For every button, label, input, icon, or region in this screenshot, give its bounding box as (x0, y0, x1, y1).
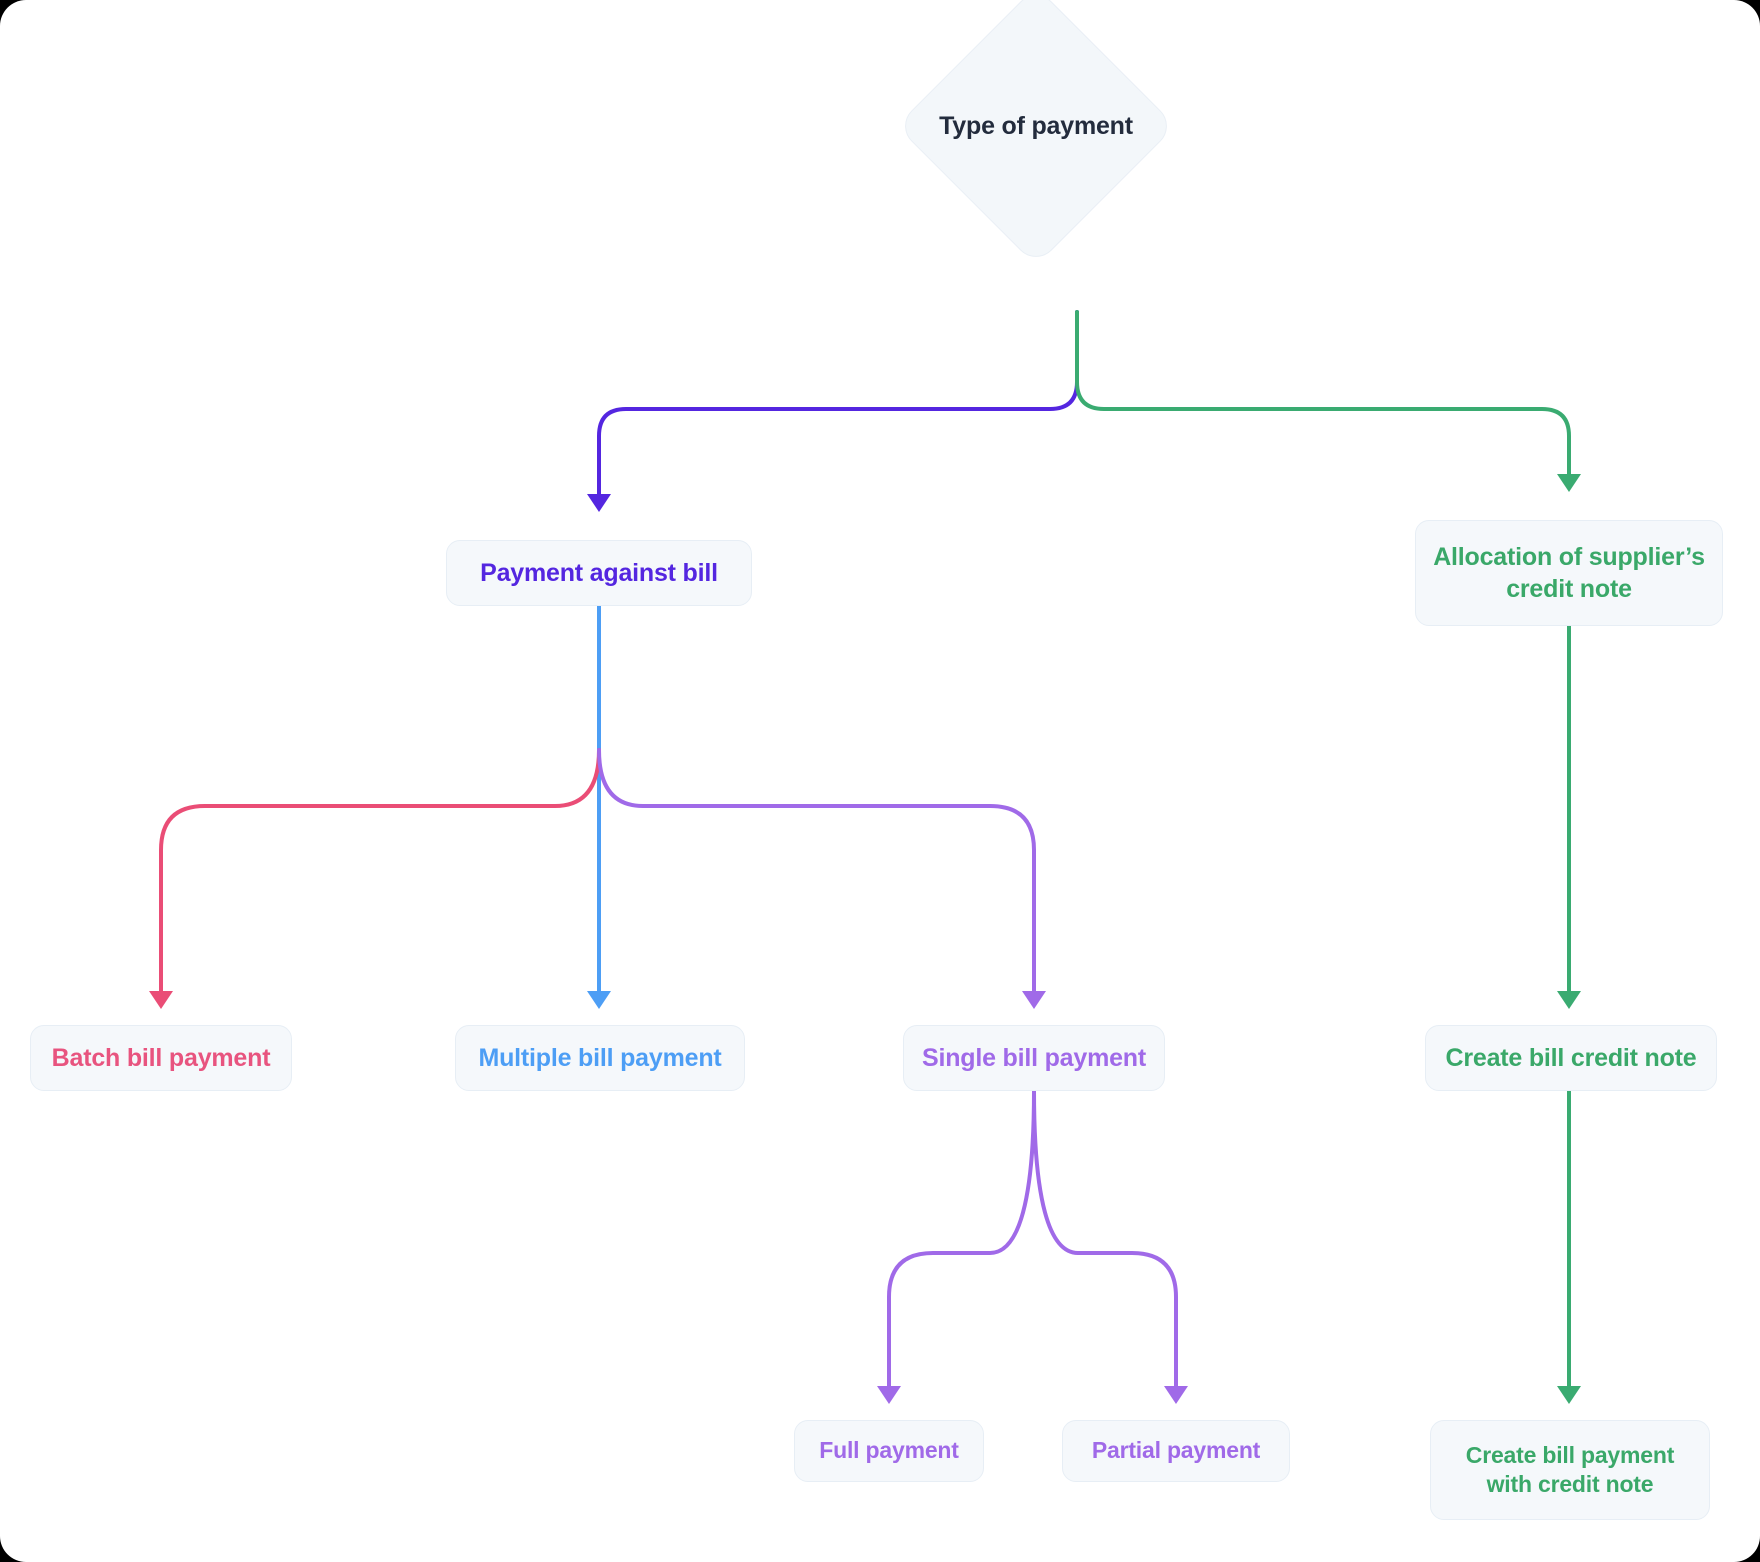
edge-arrowhead (1557, 1386, 1581, 1404)
node-full-payment[interactable]: Full payment (794, 1420, 984, 1482)
edge-type-to-allocation (1075, 310, 1581, 492)
node-label: Batch bill payment (51, 1044, 271, 1072)
edge-path (887, 1089, 1036, 1392)
edge-arrowhead (1164, 1386, 1188, 1404)
node-label: Multiple bill payment (478, 1044, 722, 1072)
edge-path (597, 748, 1036, 997)
edge-single-to-partial-payment (1032, 1089, 1188, 1404)
edge-arrowhead (149, 991, 173, 1009)
node-batch-bill-payment[interactable]: Batch bill payment (30, 1025, 292, 1091)
edge-path (597, 310, 1079, 500)
edge-arrowhead (1557, 991, 1581, 1009)
node-payment-against-bill[interactable]: Payment against bill (446, 540, 752, 606)
node-label: Full payment (819, 1437, 959, 1464)
node-allocation-of-suppliers-credit-note[interactable]: Allocation of supplier’s credit note (1415, 520, 1723, 626)
node-label: Single bill payment (921, 1044, 1147, 1072)
node-create-bill-credit-note[interactable]: Create bill credit note (1425, 1025, 1717, 1091)
edge-arrowhead (587, 494, 611, 512)
node-create-bill-payment-with-credit-note[interactable]: Create bill payment with credit note (1430, 1420, 1710, 1520)
node-label: Allocation of supplier’s credit note (1433, 543, 1705, 603)
node-label: Partial payment (1091, 1437, 1261, 1464)
edge-type-to-payment-against-bill (587, 310, 1079, 512)
node-label: Payment against bill (480, 559, 718, 587)
edge-arrowhead (1022, 991, 1046, 1009)
edge-payment-against-bill-to-batch (149, 748, 601, 1009)
node-partial-payment[interactable]: Partial payment (1062, 1420, 1290, 1482)
edge-path (159, 748, 601, 997)
edge-payment-against-bill-to-single (597, 748, 1046, 1009)
decision-node-label: Type of payment (939, 111, 1133, 140)
edge-arrowhead (587, 991, 611, 1009)
node-label: Create bill payment with credit note (1465, 1441, 1675, 1497)
edge-single-to-full-payment (877, 1089, 1036, 1404)
edge-path (1032, 1089, 1178, 1392)
edge-create-bill-credit-note-to-create-bill-payment (1557, 1089, 1581, 1404)
edge-allocation-to-create-bill-credit-note (1557, 624, 1581, 1009)
edge-arrowhead (877, 1386, 901, 1404)
node-single-bill-payment[interactable]: Single bill payment (903, 1025, 1165, 1091)
node-multiple-bill-payment[interactable]: Multiple bill payment (455, 1025, 745, 1091)
edge-path (1075, 310, 1571, 480)
edge-arrowhead (1557, 474, 1581, 492)
node-label: Create bill credit note (1445, 1044, 1697, 1072)
edge-payment-against-bill-to-multiple (587, 604, 611, 1009)
